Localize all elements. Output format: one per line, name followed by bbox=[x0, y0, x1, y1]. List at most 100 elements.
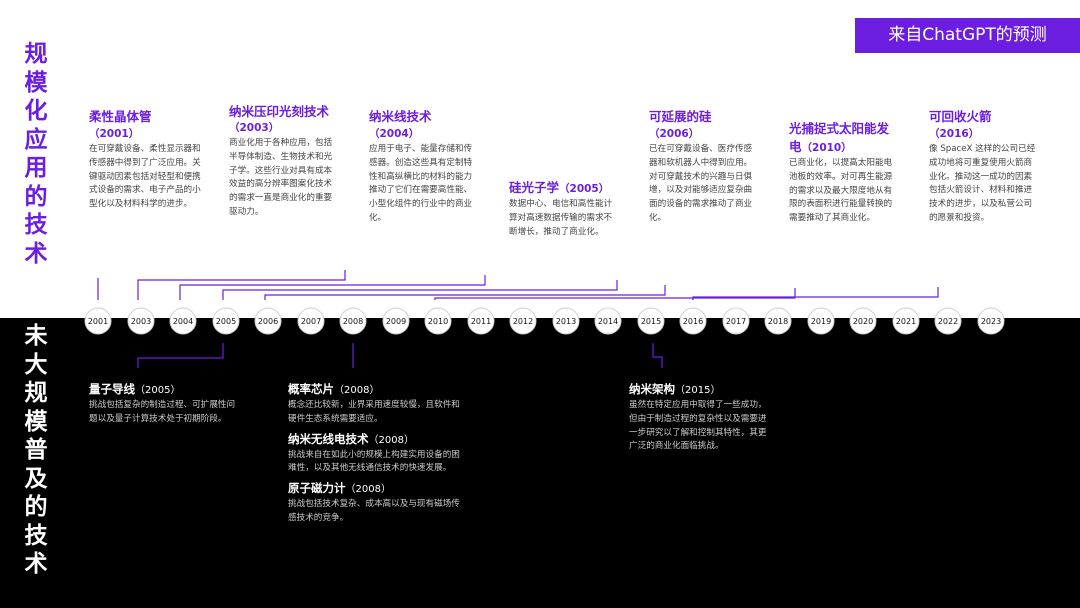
year-circle bbox=[212, 307, 240, 335]
bottom-background bbox=[0, 318, 1080, 608]
event-year: （2001） bbox=[89, 128, 140, 140]
event-year: （2016） bbox=[929, 128, 980, 140]
year-label: 2020 bbox=[853, 317, 873, 326]
year-circle bbox=[297, 307, 325, 335]
year-circle bbox=[764, 307, 792, 335]
event-title: 概率芯片（2008） bbox=[288, 381, 463, 399]
event-title: 纳米无线电技术（2008） bbox=[288, 431, 463, 449]
connector-line bbox=[137, 343, 224, 368]
event-year: （2005） bbox=[135, 385, 181, 396]
year-node-2003: 2003 bbox=[127, 307, 155, 335]
year-node-2012: 2012 bbox=[509, 307, 537, 335]
year-label: 2013 bbox=[556, 317, 576, 326]
year-label: 2017 bbox=[726, 317, 746, 326]
year-node-2009: 2009 bbox=[382, 307, 410, 335]
event-light-trapping-solar: 光捕捉式太阳能发电（2010） 已商业化，以提高太阳能电池板的效率。对可再生能源… bbox=[789, 120, 897, 226]
year-label: 2018 bbox=[768, 317, 788, 326]
event-year: （2004） bbox=[369, 128, 420, 140]
year-node-2022: 2022 bbox=[934, 307, 962, 335]
event-desc: 商业化用于各种应用，包括半导体制造、生物技术和光子学。这些行业对具有成本效益的高… bbox=[229, 138, 333, 217]
event-quantum-wire: 量子导线（2005） 挑战包括复杂的制造过程、可扩展性问题以及量子计算技术处于初… bbox=[89, 381, 239, 431]
year-circle bbox=[892, 307, 920, 335]
event-desc: 已商业化，以提高太阳能电池板的效率。对可再生能源的需求以及最大限度地从有限的表面… bbox=[789, 158, 893, 224]
event-title: 纳米线技术 bbox=[369, 109, 432, 124]
year-circle bbox=[84, 307, 112, 335]
connector-line bbox=[179, 275, 486, 300]
year-label: 2014 bbox=[598, 317, 618, 326]
side-title-not-widespread: 未大规模普及的技术 bbox=[24, 323, 48, 577]
event-stretchable-silicon: 可延展的硅 （2006） 已在可穿戴设备、医疗传感器和软机器人中得到应用。对可穿… bbox=[649, 108, 757, 226]
connector-line bbox=[137, 270, 346, 300]
year-node-2008: 2008 bbox=[339, 307, 367, 335]
year-label: 2008 bbox=[343, 317, 363, 326]
event-desc: 应用于电子、能量存储和传感器。创造这些具有定制特性和高纵横比的材料的能力推动了它… bbox=[369, 144, 473, 223]
year-node-2015: 2015 bbox=[637, 307, 665, 335]
year-label: 2016 bbox=[683, 317, 703, 326]
event-year: （2008） bbox=[368, 434, 414, 446]
year-node-2021: 2021 bbox=[892, 307, 920, 335]
year-circle bbox=[467, 307, 495, 335]
year-circle bbox=[807, 307, 835, 335]
year-circle bbox=[977, 307, 1005, 335]
event-title: 量子导线（2005） bbox=[89, 381, 239, 399]
event-desc: 数据中心、电信和高性能计算对高速数据传输的需求不断增长，推动了商业化。 bbox=[509, 199, 613, 237]
year-circle bbox=[552, 307, 580, 335]
event-year: （2008） bbox=[345, 484, 391, 496]
event-year: （2005） bbox=[559, 183, 610, 195]
year-circle bbox=[382, 307, 410, 335]
source-badge: 来自ChatGPT的预测 bbox=[855, 18, 1080, 53]
event-title: 柔性晶体管 bbox=[89, 109, 152, 124]
event-title-text: 光捕捉式太阳能发电 bbox=[789, 121, 890, 154]
connector-line bbox=[434, 288, 796, 300]
event-year: （2006） bbox=[649, 128, 700, 140]
year-circle bbox=[679, 307, 707, 335]
year-circle bbox=[509, 307, 537, 335]
connector-line bbox=[652, 343, 663, 368]
event-desc: 虽然在特定应用中取得了一些成功，但由于制造过程的复杂性以及需要进一步研究以了解和… bbox=[629, 400, 767, 452]
year-label: 2006 bbox=[258, 317, 278, 326]
year-node-2013: 2013 bbox=[552, 307, 580, 335]
year-node-2005: 2005 bbox=[212, 307, 240, 335]
year-node-2017: 2017 bbox=[722, 307, 750, 335]
event-title: 原子磁力计（2008） bbox=[288, 480, 463, 498]
event-year: （2008） bbox=[334, 385, 380, 396]
year-node-2007: 2007 bbox=[297, 307, 325, 335]
year-circle bbox=[637, 307, 665, 335]
year-node-2006: 2006 bbox=[254, 307, 282, 335]
year-circle bbox=[849, 307, 877, 335]
year-node-2016: 2016 bbox=[679, 307, 707, 335]
event-nanoimprint: 纳米压印光刻技术 （2003） 商业化用于各种应用，包括半导体制造、生物技术和光… bbox=[229, 103, 337, 220]
year-circle bbox=[424, 307, 452, 335]
event-desc: 挑战来自在如此小的规模上构建实用设备的困难性，以及其他无线通信技术的快速发展。 bbox=[288, 449, 460, 474]
event-desc: 挑战包括技术复杂、成本高以及与现有磁场传感技术的竞争。 bbox=[288, 499, 460, 523]
year-circle bbox=[127, 307, 155, 335]
connector-lines bbox=[97, 270, 939, 368]
event-desc: 挑战包括复杂的制造过程、可扩展性问题以及量子计算技术处于初期阶段。 bbox=[89, 400, 236, 424]
event-title: 硅光子学（2005） bbox=[509, 179, 617, 198]
year-node-2019: 2019 bbox=[807, 307, 835, 335]
connector-line bbox=[692, 287, 939, 300]
year-node-2014: 2014 bbox=[594, 307, 622, 335]
event-title-text: 量子导线 bbox=[89, 382, 135, 396]
year-node-2020: 2020 bbox=[849, 307, 877, 335]
year-label: 2021 bbox=[896, 317, 916, 326]
event-nano-architecture: 纳米架构（2015） 虽然在特定应用中取得了一些成功，但由于制造过程的复杂性以及… bbox=[629, 381, 774, 458]
year-node-2018: 2018 bbox=[764, 307, 792, 335]
year-circle bbox=[594, 307, 622, 335]
event-silicon-photonics: 硅光子学（2005） 数据中心、电信和高性能计算对高速数据传输的需求不断增长，推… bbox=[509, 179, 617, 239]
event-title-text: 原子磁力计 bbox=[288, 481, 346, 496]
year-node-2001: 2001 bbox=[84, 307, 112, 335]
year-circle bbox=[722, 307, 750, 335]
connector-line bbox=[264, 285, 666, 300]
event-year: （2010） bbox=[801, 142, 852, 154]
year-label: 2005 bbox=[216, 317, 236, 326]
event-title-text: 纳米架构 bbox=[629, 382, 675, 396]
year-label: 2009 bbox=[386, 317, 406, 326]
event-group-2008: 概率芯片（2008） 概念还比较新，业界采用速度较慢，且软件和硬件生态系统需要适… bbox=[288, 381, 463, 530]
event-desc: 已在可穿戴设备、医疗传感器和软机器人中得到应用。对可穿戴技术的兴趣与日俱增，以及… bbox=[649, 144, 753, 223]
year-node-2010: 2010 bbox=[424, 307, 452, 335]
event-nanowire: 纳米线技术 （2004） 应用于电子、能量存储和传感器。创造这些具有定制特性和高… bbox=[369, 108, 477, 226]
event-year: （2003） bbox=[229, 122, 280, 134]
